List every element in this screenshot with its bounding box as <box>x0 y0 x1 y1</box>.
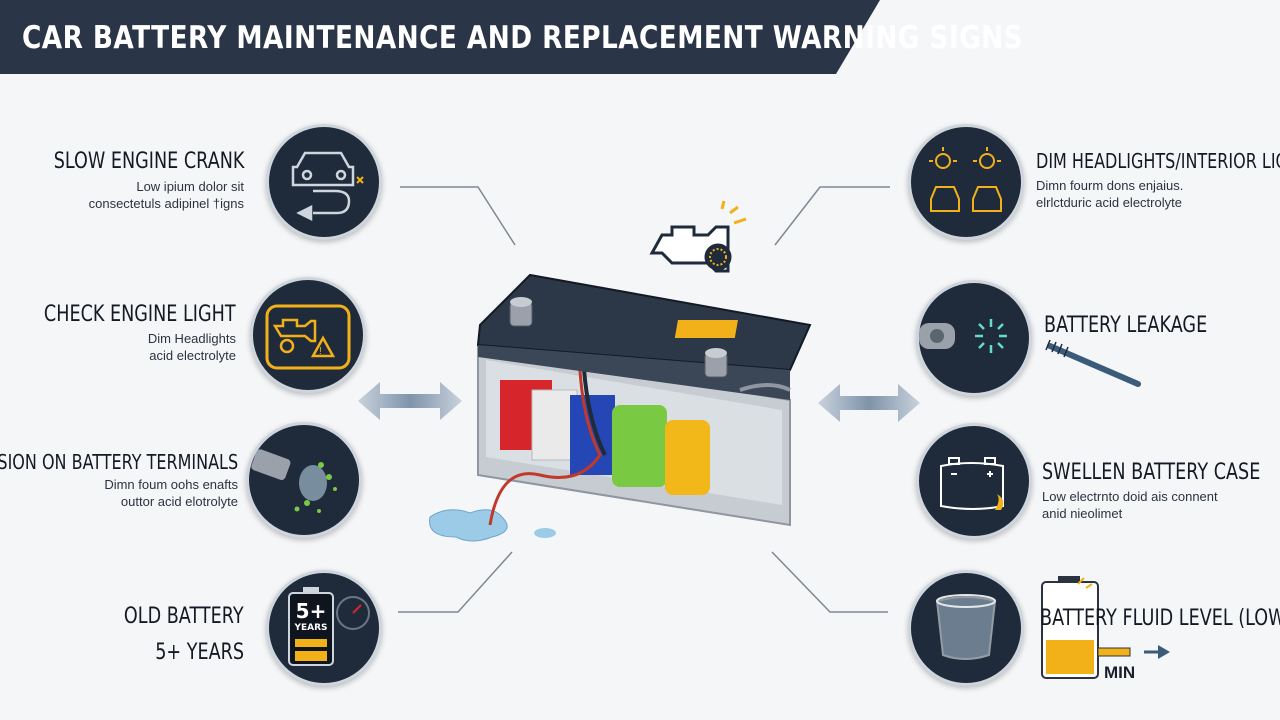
glass-container-icon <box>935 594 997 660</box>
sign-desc-check-engine-light: Dim Headlights acid electrolyte <box>147 331 236 363</box>
page-title: CAR BATTERY MAINTENANCE AND REPLACEMENT … <box>22 20 1024 56</box>
dim-headlights-icon <box>929 147 1002 212</box>
sign-desc-slow-engine-crank: Low ipium dolor sit consectetuls adipine… <box>88 179 244 211</box>
sign-title-old-battery: OLD BATTERY <box>124 604 244 629</box>
leakage-icon <box>919 319 1007 353</box>
car-crank-icon <box>291 151 364 222</box>
old-battery-icon-years: YEARS <box>294 623 328 633</box>
old-battery-icon-number: 5+ <box>295 599 327 623</box>
double-arrow-right-icon <box>818 384 920 422</box>
sign-desc-corrosion: Dimn foum oohs enafts outtor acid elotro… <box>104 477 238 509</box>
sign-desc-dim-headlights: Dimn fourm dons enjaius. elrlctduric aci… <box>1036 178 1184 210</box>
double-arrow-left-icon <box>358 382 462 420</box>
circle-slow-engine-crank <box>266 124 382 240</box>
connector-line-old-battery <box>398 551 513 613</box>
sign-title-dim-headlights: DIM HEADLIGHTS/INTERIOR LIGHTS <box>1036 149 1280 173</box>
circle-old-battery: 5+ YEARS <box>266 570 382 686</box>
sign-title-battery-leakage: BATTERY LEAKAGE <box>1044 313 1208 338</box>
battery-illustration <box>429 200 812 542</box>
sign-title-swollen-case: SWELLEN BATTERY CASE <box>1042 460 1261 485</box>
sign-title-check-engine-light: CHECK ENGINE LIGHT <box>44 302 236 327</box>
connector-line-crank <box>400 186 516 246</box>
min-level-label: MIN <box>1104 663 1136 682</box>
swollen-case-icon <box>940 457 1004 510</box>
circle-check-engine-light: ! <box>250 277 366 393</box>
cleaning-brush-icon <box>1045 339 1141 387</box>
circle-dim-headlights <box>908 124 1024 240</box>
sign-desc-swollen-case: Low electrnto doid ais connent anid nieo… <box>1042 489 1218 521</box>
connector-line-fluid <box>771 551 888 613</box>
sign-title-slow-engine-crank: SLOW ENGINE CRANK <box>53 149 244 174</box>
circle-fluid-level <box>908 570 1024 686</box>
sign-title-fluid-level: BATTERY FLUID LEVEL (LOW) <box>1040 606 1280 631</box>
header-banner <box>0 0 880 74</box>
old-battery-icon <box>288 587 370 666</box>
circle-corrosion <box>246 422 362 538</box>
corroded-terminal-icon <box>251 449 337 513</box>
sign-title-corrosion: CORROSION ON BATTERY TERMINALS <box>0 450 238 474</box>
circle-battery-leakage <box>916 280 1032 396</box>
sign-subtitle-old-battery: 5+ YEARS <box>155 640 244 665</box>
connector-line-headlights <box>774 186 890 246</box>
circle-swollen-case <box>916 423 1032 539</box>
engine-warning-icon: ! <box>265 304 351 370</box>
svg-text:!: ! <box>319 346 322 357</box>
check-engine-icon <box>649 200 747 273</box>
fluid-level-icon <box>1041 576 1170 679</box>
